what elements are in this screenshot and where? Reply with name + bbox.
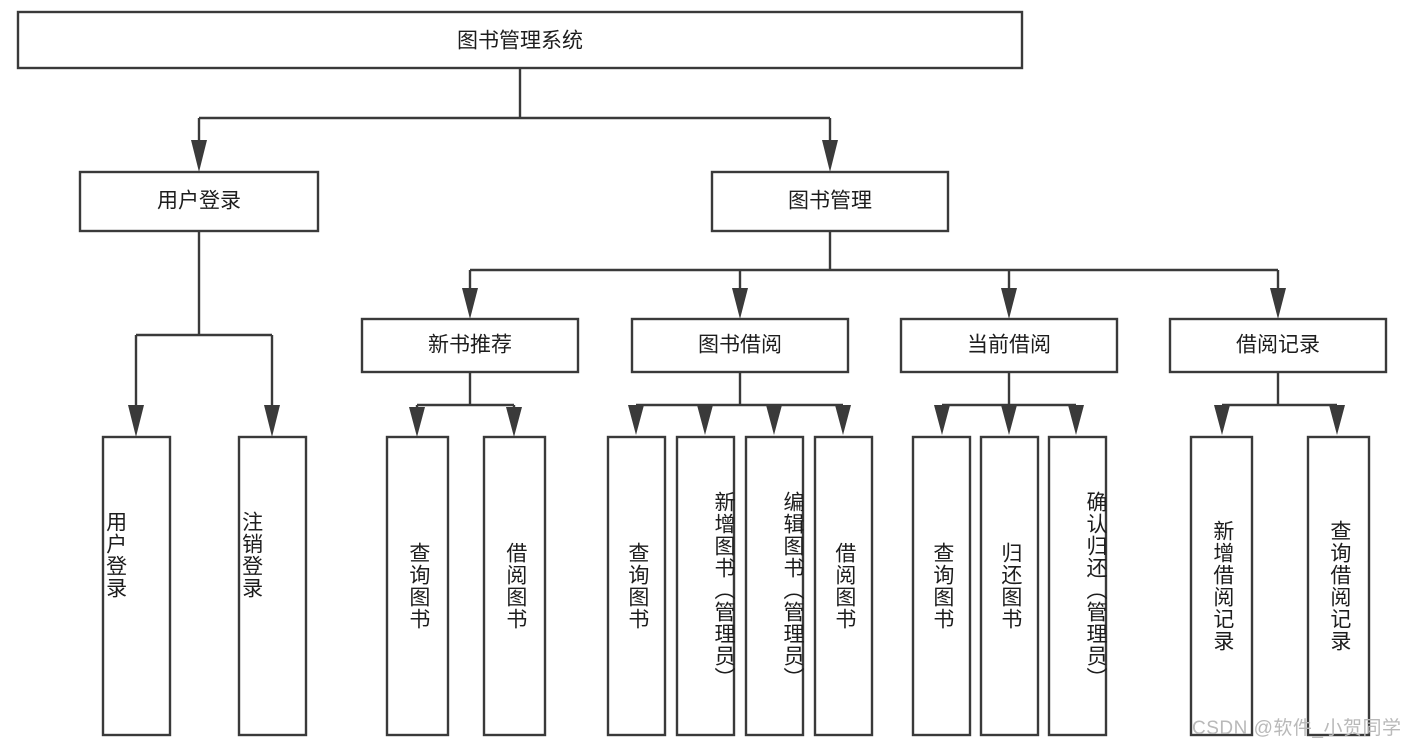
leaf-node-borrow-record-0[interactable]	[1189, 435, 1254, 737]
arrow-head-borrow-record-leaf-0	[1214, 405, 1230, 435]
connector-group-user-login	[128, 231, 280, 437]
node-current-borrow-box[interactable]	[899, 317, 1119, 374]
leaf-box-borrow-record-1[interactable]	[1306, 435, 1371, 737]
node-book-borrow-label: 图书借阅	[698, 334, 782, 357]
arrow-head-borrow-record	[1270, 288, 1286, 319]
node-book-management-label: 图书管理	[788, 190, 872, 213]
arrow-head-user-login-leaf-1	[264, 405, 280, 437]
leaf-box-new-book-0[interactable]	[385, 435, 450, 737]
node-borrow-record-label: 借阅记录	[1236, 334, 1320, 357]
leaf-node-book-borrow-2[interactable]	[744, 435, 805, 737]
arrow-head-book-mgmt	[822, 140, 838, 172]
leaf-box-current-borrow-0[interactable]	[911, 435, 972, 737]
node-book-management-box[interactable]	[710, 170, 950, 233]
node-book-borrow-box[interactable]	[630, 317, 850, 374]
leaf-node-user-login-0[interactable]	[101, 435, 172, 737]
connector-group-book-borrow	[628, 372, 851, 435]
node-current-borrow-label: 当前借阅	[967, 334, 1051, 357]
connector-group-current-borrow	[934, 372, 1084, 435]
arrow-head-book-borrow	[732, 288, 748, 319]
connector-group-book-mgmt	[462, 231, 1286, 319]
leaf-node-new-book-0[interactable]	[385, 435, 450, 737]
csdn-watermark: CSDN @软件_小贺同学	[1192, 718, 1402, 739]
arrow-head-book-borrow-leaf-3	[835, 405, 851, 435]
node-new-book-recommend[interactable]: 新书推荐	[360, 317, 580, 374]
connector-group-borrow-record	[1214, 372, 1345, 435]
node-new-book-recommend-label: 新书推荐	[428, 334, 512, 357]
connector-group-root	[191, 68, 838, 172]
leaf-box-user-login-0[interactable]	[101, 435, 172, 737]
leaf-node-current-borrow-1[interactable]	[979, 435, 1040, 737]
leaf-box-book-borrow-0[interactable]	[606, 435, 667, 737]
leaf-node-book-borrow-1[interactable]	[675, 435, 736, 737]
leaf-box-current-borrow-1[interactable]	[979, 435, 1040, 737]
connector-group-new-book-recommend	[409, 372, 522, 437]
leaf-box-book-borrow-3[interactable]	[813, 435, 874, 737]
arrow-head-new-book-leaf-1	[506, 407, 522, 437]
node-root-label: 图书管理系统	[457, 30, 583, 53]
arrow-head-current-borrow-leaf-1	[1001, 405, 1017, 435]
arrow-head-book-borrow-leaf-2	[766, 405, 782, 435]
node-root-box[interactable]	[16, 10, 1024, 70]
node-book-borrow[interactable]: 图书借阅	[630, 317, 850, 374]
leaf-box-new-book-1[interactable]	[482, 435, 547, 737]
leaf-node-book-borrow-0[interactable]	[606, 435, 667, 737]
arrow-head-current-borrow-leaf-2	[1068, 405, 1084, 435]
leaf-node-current-borrow-0[interactable]	[911, 435, 972, 737]
node-user-login[interactable]: 用户登录	[78, 170, 320, 233]
arrow-head-new-book-leaf-0	[409, 407, 425, 437]
leaf-node-new-book-1[interactable]	[482, 435, 547, 737]
node-book-management[interactable]: 图书管理	[710, 170, 950, 233]
leaf-node-user-login-1[interactable]	[237, 435, 308, 737]
node-root[interactable]: 图书管理系统	[16, 10, 1024, 70]
leaf-node-book-borrow-3[interactable]	[813, 435, 874, 737]
leaf-node-borrow-record-1[interactable]	[1306, 435, 1371, 737]
arrow-head-new-book-recommend	[462, 288, 478, 319]
node-new-book-recommend-box[interactable]	[360, 317, 580, 374]
leaf-box-current-borrow-2[interactable]	[1047, 435, 1108, 737]
arrow-head-current-borrow	[1001, 288, 1017, 319]
arrow-head-book-borrow-leaf-0	[628, 405, 644, 435]
node-borrow-record-box[interactable]	[1168, 317, 1388, 374]
arrow-head-borrow-record-leaf-1	[1329, 405, 1345, 435]
node-borrow-record[interactable]: 借阅记录	[1168, 317, 1388, 374]
node-user-login-box[interactable]	[78, 170, 320, 233]
arrow-head-book-borrow-leaf-1	[697, 405, 713, 435]
leaf-node-current-borrow-2[interactable]	[1047, 435, 1108, 737]
leaf-box-borrow-record-0[interactable]	[1189, 435, 1254, 737]
node-user-login-label: 用户登录	[157, 190, 241, 213]
leaf-box-book-borrow-1[interactable]	[675, 435, 736, 737]
leaf-box-user-login-1[interactable]	[237, 435, 308, 737]
arrow-head-user-login	[191, 140, 207, 172]
arrow-head-current-borrow-leaf-0	[934, 405, 950, 435]
leaf-box-book-borrow-2[interactable]	[744, 435, 805, 737]
node-current-borrow[interactable]: 当前借阅	[899, 317, 1119, 374]
arrow-head-user-login-leaf-0	[128, 405, 144, 437]
